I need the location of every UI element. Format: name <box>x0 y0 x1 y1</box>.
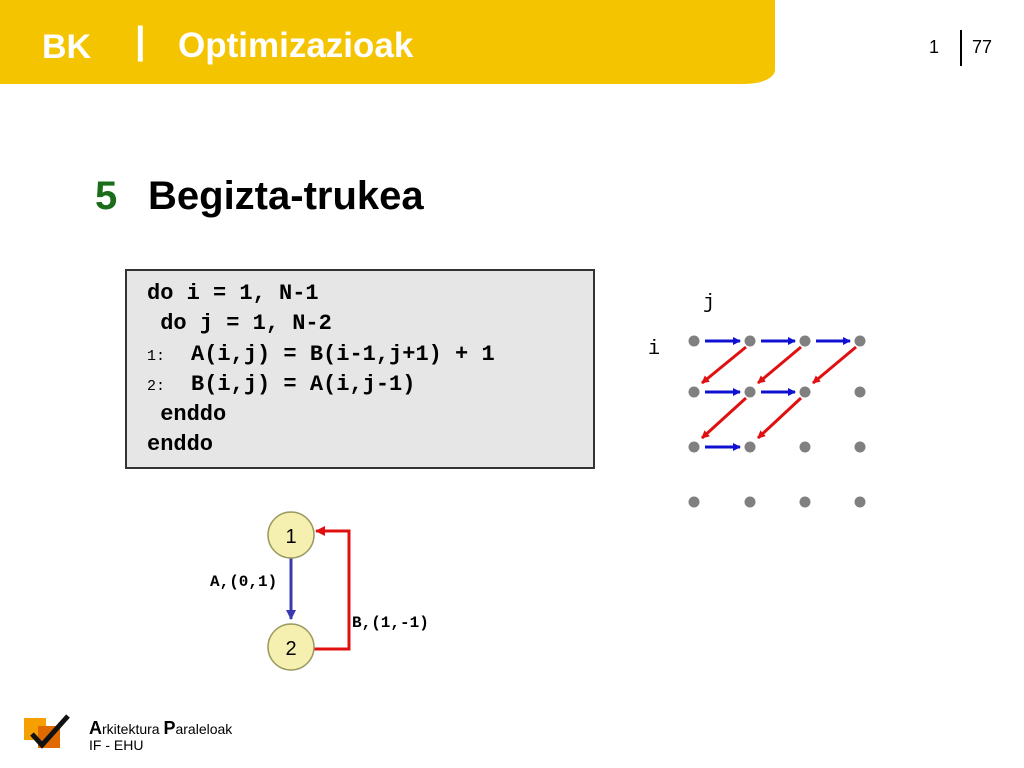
page-divider <box>960 30 962 66</box>
footer-subtitle: IF - EHU <box>89 737 144 753</box>
axis-j-label: j <box>703 292 715 315</box>
section-number: 5 <box>95 174 118 218</box>
code-line-outer-enddo: enddo <box>147 432 214 457</box>
iteration-point <box>744 441 756 453</box>
code-line-inner-loop: do j = 1, N-2 <box>147 311 332 336</box>
section-title: Begizta-trukea <box>148 174 424 218</box>
iteration-point <box>854 496 866 508</box>
dep-arrow-B <box>700 396 748 440</box>
iteration-point <box>854 386 866 398</box>
header-separator: | <box>135 20 146 62</box>
code-line-stmt1: 1: A(i,j) = B(i-1,j+1) + 1 <box>147 342 495 367</box>
graph-node-1-label: 1 <box>285 526 296 548</box>
graph-node-1 <box>267 511 315 559</box>
axis-i-label: i <box>648 338 660 361</box>
stmt2-text: B(i,j) = A(i,j-1) <box>191 372 416 397</box>
edge-B-arrow <box>314 526 351 651</box>
brand-label: BK <box>42 28 92 66</box>
iteration-point <box>688 335 700 347</box>
footer-title: Arkitektura Paraleloak <box>89 718 233 738</box>
dependence-A-arrows <box>705 337 851 451</box>
stmt1-text: A(i,j) = B(i-1,j+1) + 1 <box>191 342 495 367</box>
iteration-point <box>799 496 811 508</box>
code-line-outer-loop: do i = 1, N-1 <box>147 281 319 306</box>
iteration-point <box>744 335 756 347</box>
dependence-B-arrows <box>700 345 857 440</box>
iteration-point <box>744 386 756 398</box>
iteration-point <box>799 441 811 453</box>
dep-arrow-B <box>757 345 802 385</box>
code-box: do i = 1, N-1 do j = 1, N-2 1: A(i,j) = B… <box>125 269 595 469</box>
iteration-point <box>854 441 866 453</box>
header-banner <box>0 0 775 84</box>
code-line-stmt2: 2: B(i,j) = A(i,j-1) <box>147 372 415 397</box>
dep-arrow-B <box>701 345 747 385</box>
page-total: 77 <box>972 37 993 57</box>
iteration-point <box>688 441 700 453</box>
iteration-point <box>688 386 700 398</box>
graph-node-2 <box>267 623 315 671</box>
course-title: Optimizazioak <box>178 26 414 65</box>
edge-A-label: A,(0,1) <box>210 573 277 591</box>
dep-arrow-B <box>812 345 857 385</box>
stmt2-tag: 2: <box>147 378 166 395</box>
page-current: 1 <box>929 37 940 57</box>
iteration-point <box>799 386 811 398</box>
edge-B-label: B,(1,-1) <box>352 614 429 632</box>
iteration-point <box>799 335 811 347</box>
footer-logo-icon <box>24 714 70 749</box>
iteration-points <box>688 335 866 508</box>
graph-node-2-label: 2 <box>285 638 296 660</box>
code-line-inner-enddo: enddo <box>147 402 227 427</box>
dep-arrow-B <box>756 396 803 440</box>
stmt1-tag: 1: <box>147 348 166 365</box>
iteration-point <box>688 496 700 508</box>
iteration-point <box>744 496 756 508</box>
iteration-point <box>854 335 866 347</box>
